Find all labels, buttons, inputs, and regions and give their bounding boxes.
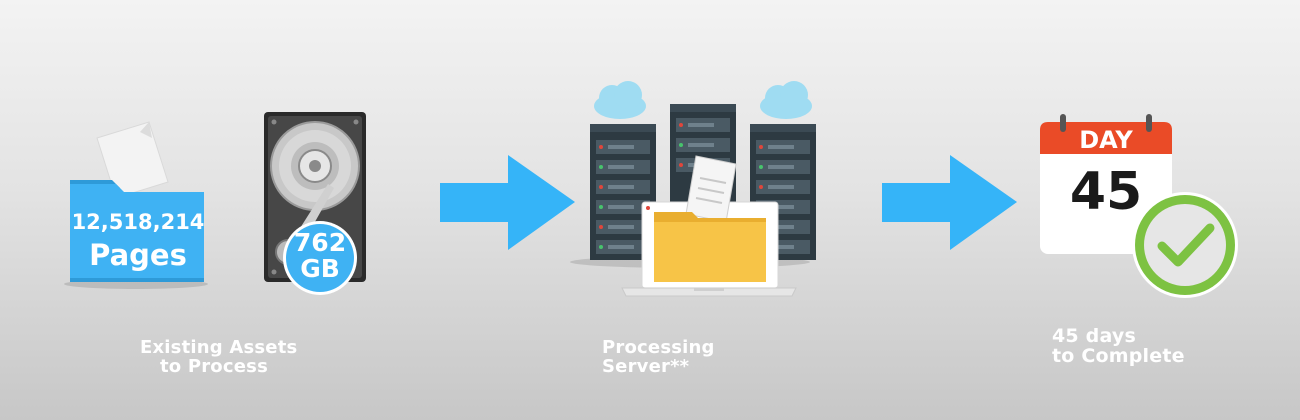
- storage-badge: [283, 221, 357, 295]
- folder-icon: [64, 121, 208, 289]
- calendar-number: 45: [1069, 162, 1143, 222]
- arrow-right-icon: [440, 155, 575, 250]
- assets-caption: Existing Assets to Process: [140, 337, 298, 377]
- arrow-right-icon: [882, 155, 1017, 250]
- calendar-header: DAY: [1079, 126, 1133, 154]
- storage-value: 762: [293, 228, 347, 257]
- assets-group: 12,518,214 Pages 762 GB Existing Assets …: [0, 0, 400, 420]
- checkmark-icon: [1132, 192, 1238, 298]
- assets-caption-line2: to Process: [160, 356, 268, 377]
- complete-group: DAY 45 45 days to Complete: [1020, 100, 1280, 400]
- complete-caption-line2: to Complete: [1052, 345, 1185, 367]
- server-caption: Processing Server**: [602, 337, 715, 377]
- server-group: Processing Server**: [560, 80, 820, 376]
- document-icon: [96, 121, 169, 199]
- cloud-icon: [594, 81, 812, 119]
- page-unit: Pages: [89, 238, 187, 272]
- laptop-icon: [621, 155, 797, 297]
- storage-unit: GB: [300, 254, 340, 283]
- page-count: 12,518,214: [71, 210, 205, 234]
- complete-caption: 45 days to Complete: [1052, 326, 1185, 366]
- complete-caption-line1: 45 days: [1052, 325, 1136, 347]
- assets-caption-line1: Existing Assets: [140, 337, 298, 358]
